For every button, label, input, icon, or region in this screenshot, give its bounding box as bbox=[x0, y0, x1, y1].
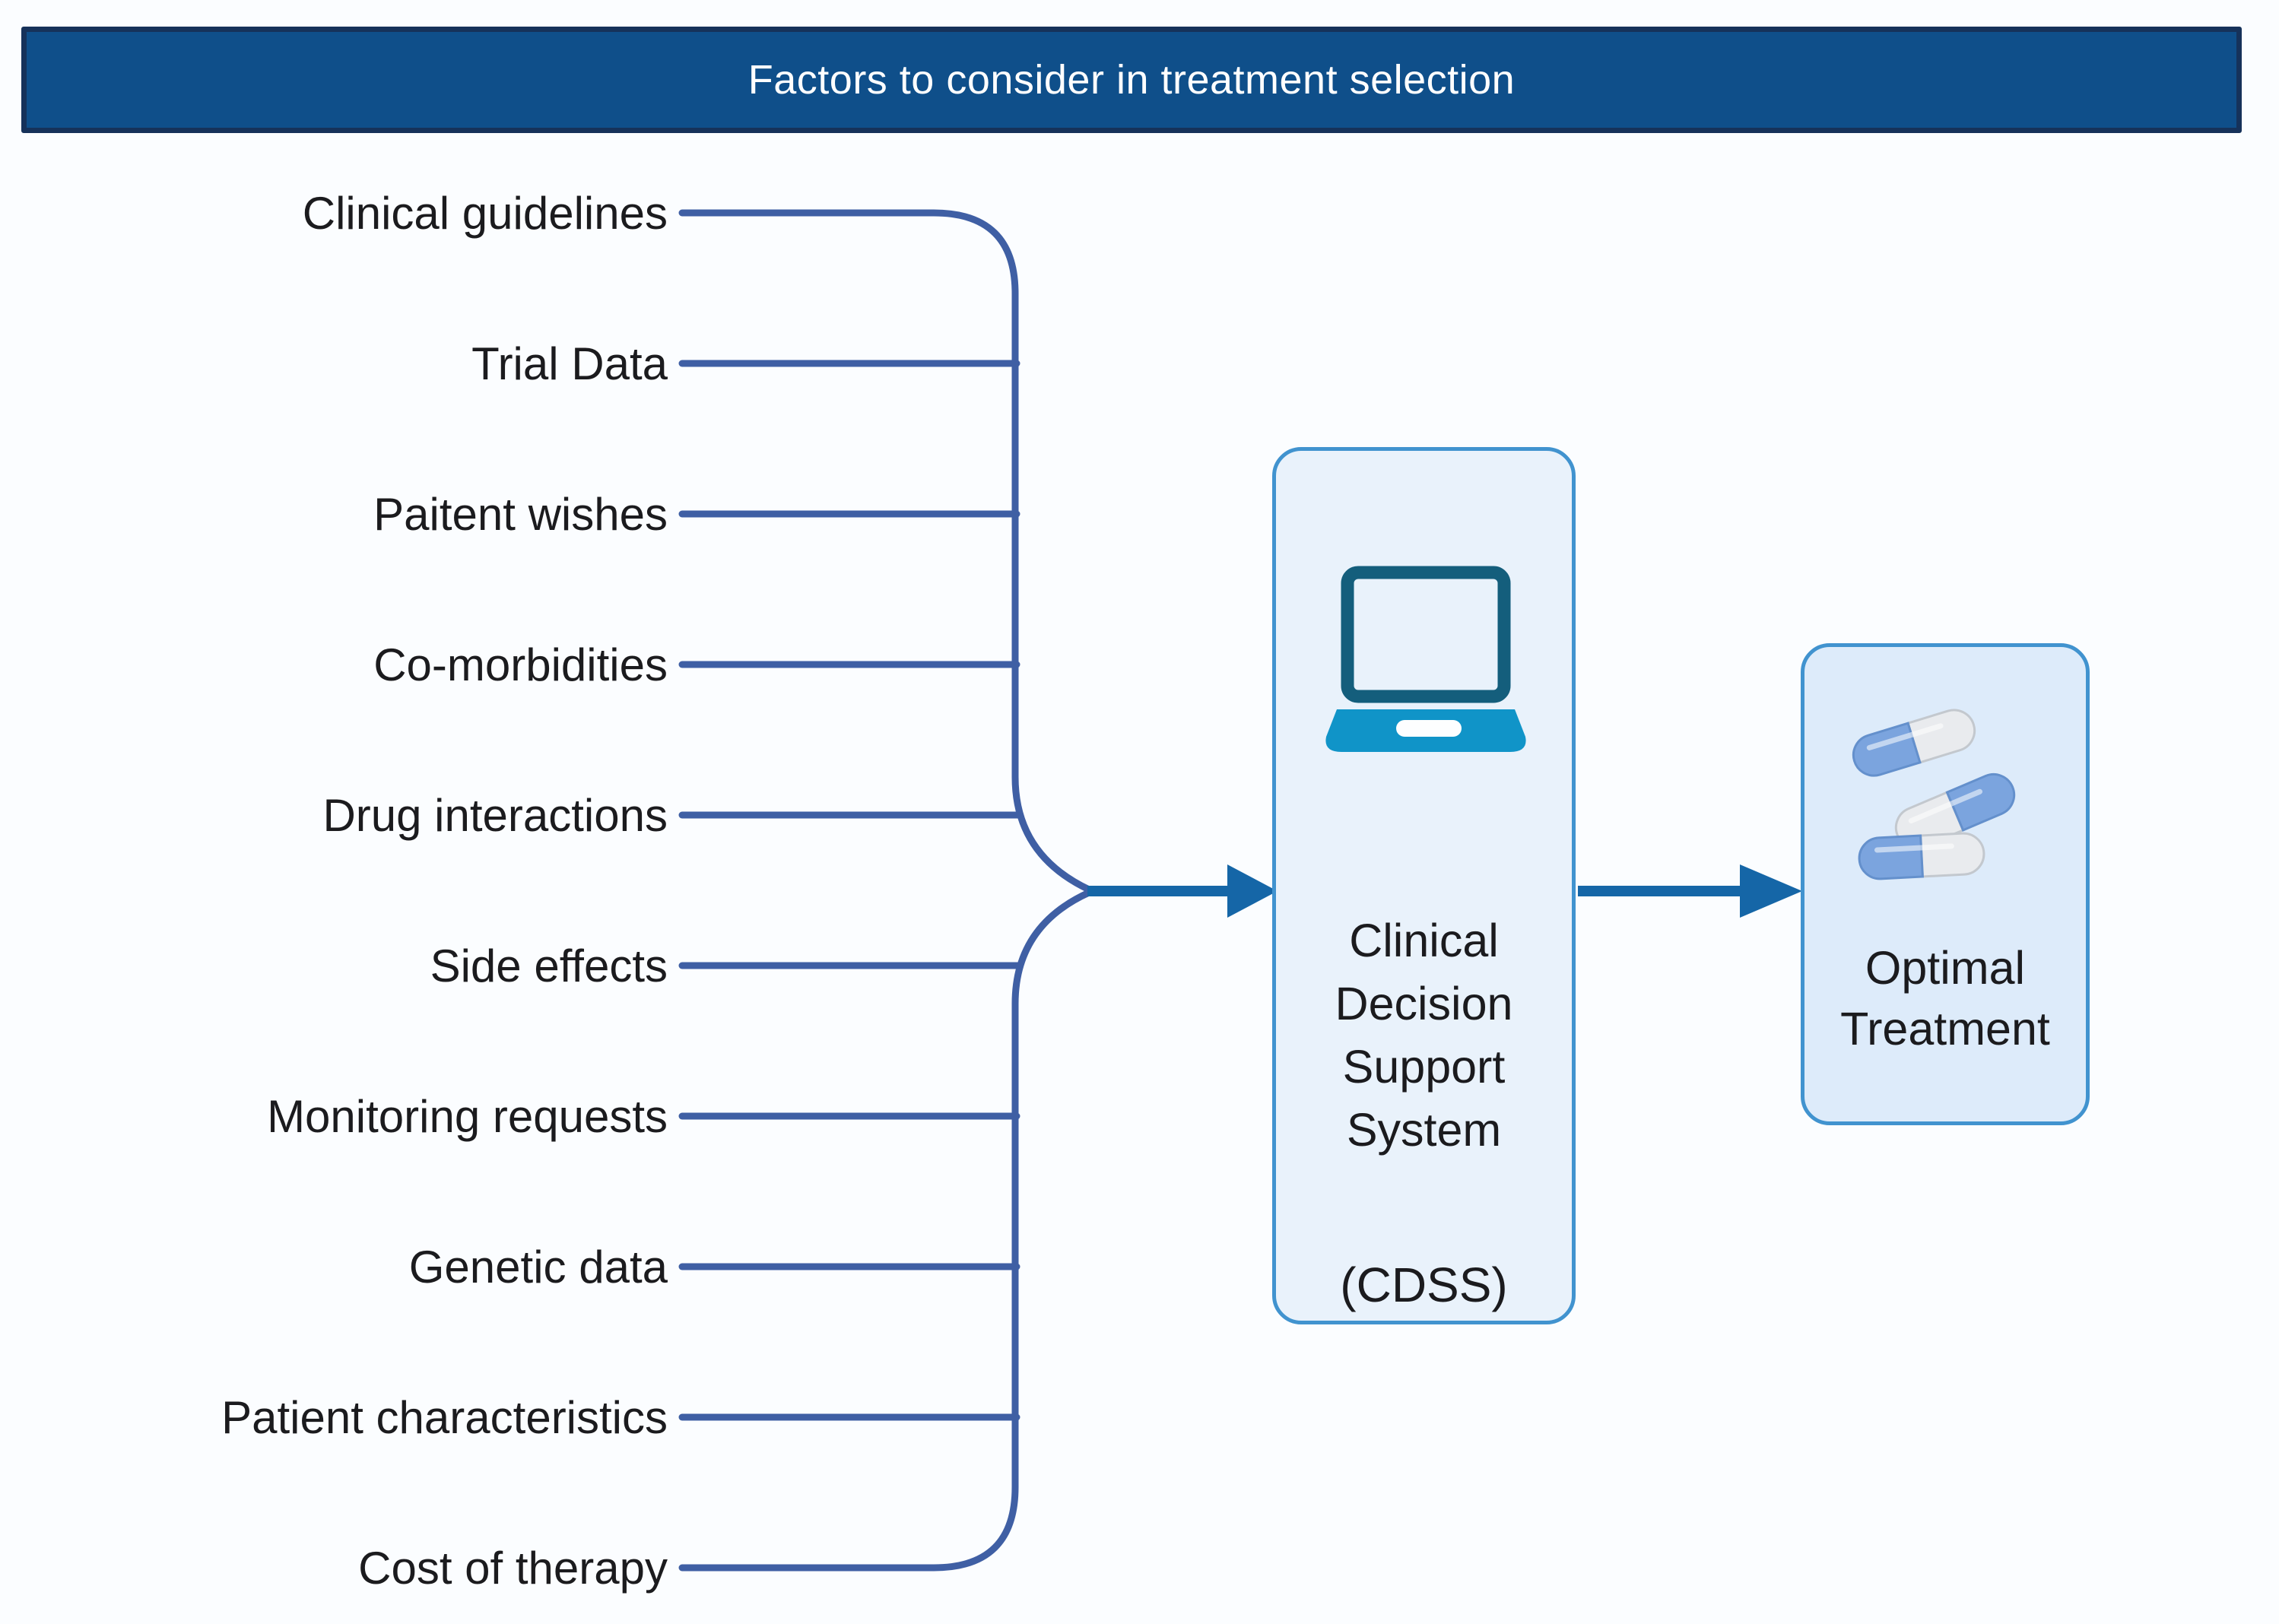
factor-label: Clinical guidelines bbox=[302, 187, 668, 239]
title-bar: Factors to consider in treatment selecti… bbox=[21, 27, 2242, 133]
arrow-to-optimal-head bbox=[1740, 864, 1802, 918]
optimal-treatment-label: Optimal Treatment bbox=[1804, 937, 2086, 1059]
capsule bbox=[1858, 832, 1985, 880]
cdss-abbreviation: (CDSS) bbox=[1340, 1258, 1508, 1312]
optimal-label-line: Treatment bbox=[1840, 1003, 2050, 1055]
factor-cost-of-therapy: Cost of therapy bbox=[0, 1534, 668, 1602]
arrow-to-cdss-head bbox=[1227, 864, 1278, 918]
pills-icon bbox=[1852, 709, 2016, 880]
factor-label: Side effects bbox=[430, 940, 668, 991]
cdss-label-line: Support bbox=[1342, 1041, 1506, 1093]
cdss-label-line: Clinical bbox=[1349, 915, 1499, 966]
factor-label: Patient characteristics bbox=[221, 1391, 668, 1443]
factor-label: Genetic data bbox=[408, 1241, 668, 1293]
factor-monitoring-requests: Monitoring requests bbox=[0, 1082, 668, 1150]
factor-label: Monitoring requests bbox=[267, 1090, 668, 1142]
diagram-title: Factors to consider in treatment selecti… bbox=[747, 57, 1516, 103]
optimal-label-line: Optimal bbox=[1865, 942, 2026, 994]
cdss-box: Clinical Decision Support System (CDSS) bbox=[1272, 447, 1576, 1324]
capsule bbox=[1852, 709, 1976, 777]
bracket-lower-curve bbox=[678, 889, 1093, 1572]
optimal-treatment-box: Optimal Treatment bbox=[1801, 643, 2090, 1125]
factor-patient-characteristics: Patient characteristics bbox=[0, 1383, 668, 1451]
bracket-upper-curve bbox=[678, 209, 1093, 893]
cdss-label: Clinical Decision Support System bbox=[1276, 909, 1572, 1162]
factor-label: Cost of therapy bbox=[358, 1542, 668, 1594]
factor-co-morbidities: Co-morbidities bbox=[0, 630, 668, 699]
laptop-icon bbox=[1325, 566, 1526, 752]
factor-drug-interactions: Drug interactions bbox=[0, 781, 668, 849]
factor-clinical-guidelines: Clinical guidelines bbox=[0, 179, 668, 247]
factor-label: Drug interactions bbox=[322, 789, 668, 841]
factor-patient-wishes: Paitent wishes bbox=[0, 480, 668, 548]
factor-label: Paitent wishes bbox=[373, 488, 668, 540]
cdss-label-line: System bbox=[1346, 1104, 1502, 1156]
laptop-screen bbox=[1341, 566, 1511, 703]
factor-side-effects: Side effects bbox=[0, 931, 668, 1000]
cdss-label-line: Decision bbox=[1335, 978, 1513, 1029]
factor-label: Co-morbidities bbox=[373, 639, 668, 690]
factor-trial-data: Trial Data bbox=[0, 329, 668, 398]
laptop-trackpad bbox=[1396, 720, 1462, 737]
factor-label: Trial Data bbox=[471, 338, 668, 389]
factor-genetic-data: Genetic data bbox=[0, 1232, 668, 1301]
